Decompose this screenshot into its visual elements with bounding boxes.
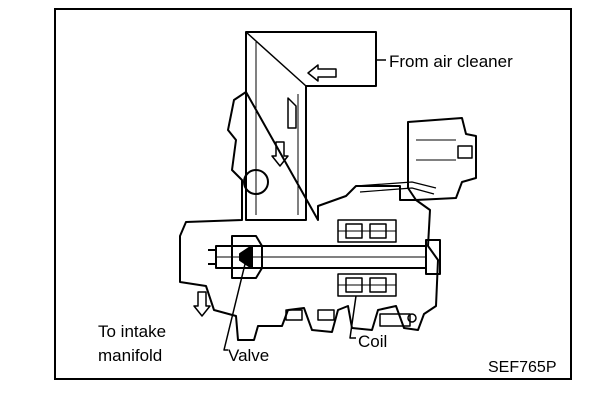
figure-code: SEF765P [488,359,557,376]
coil-windings [337,219,397,297]
duct-fold-line [245,31,307,87]
arrow-left-icon [307,64,337,82]
valve-assembly-drawing [179,31,477,351]
arrow-down-intake-icon [193,291,211,317]
housing-boss [243,169,269,195]
valve-poppet [239,245,253,269]
diagram-frame: From air cleaner To intake manifold Valv… [54,8,572,380]
valve-housing [179,91,439,341]
label-to-intake-manifold: To intake manifold [98,322,167,365]
valve-leader-line [223,259,247,351]
label-valve: Valve [228,346,270,365]
label-from-air-cleaner: From air cleaner [389,52,513,71]
label-coil: Coil [358,332,388,351]
electrical-connector [407,117,477,201]
coil-leader-line [349,295,357,339]
